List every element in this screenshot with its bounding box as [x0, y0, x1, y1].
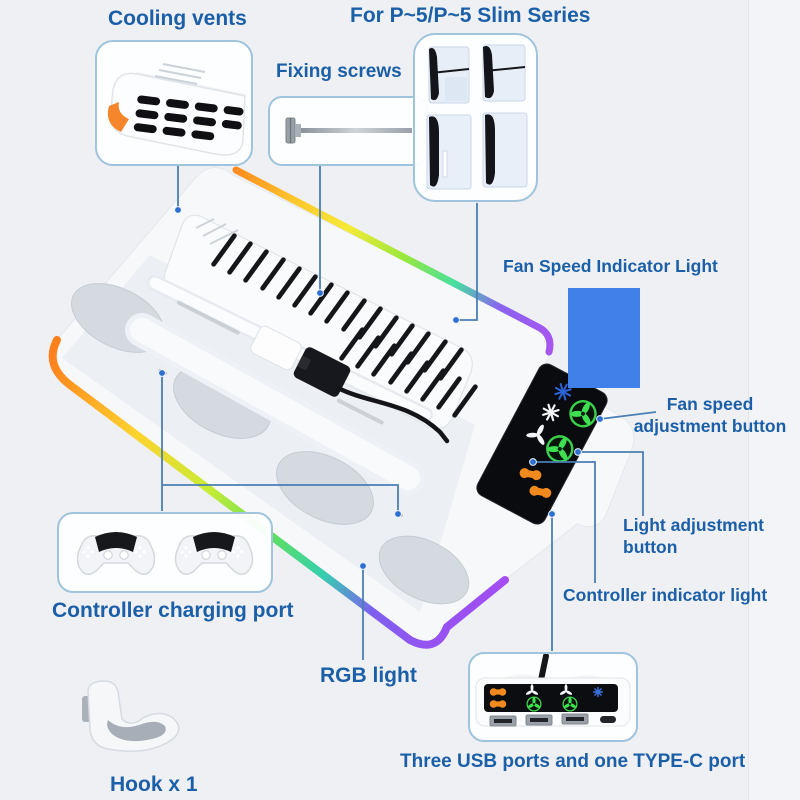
console-thumbnails [426, 44, 528, 190]
fixing-screws-callout [268, 96, 428, 166]
type-c-port [600, 716, 616, 723]
label-cooling-vents: Cooling vents [108, 7, 247, 30]
label-line: button [623, 536, 678, 557]
consoles-callout [413, 33, 538, 202]
screw-image [285, 117, 412, 144]
label-hook-quantity: Hook x 1 [110, 773, 198, 796]
label-light-adjustment-button: Light adjustment button [623, 515, 793, 559]
label-line: Light adjustment [623, 515, 764, 535]
label-controller-indicator-light: Controller indicator light [563, 585, 768, 605]
rgb-strip-top [232, 166, 554, 356]
console-slim-horizontal [482, 44, 526, 102]
label-rgb-light: RGB light [320, 664, 417, 687]
controllers-callout [57, 512, 273, 593]
label-series-compatibility: For P~5/P~5 Slim Series [350, 4, 591, 27]
usb-dongle [250, 325, 450, 444]
usb-a-ports [489, 713, 589, 727]
label-line: Fan speed [666, 394, 754, 414]
leader-lines [161, 164, 657, 660]
usb-ports-callout [468, 652, 638, 742]
cooling-vents-callout [95, 40, 253, 166]
leader-dots [158, 206, 604, 570]
label-fixing-screws: Fixing screws [276, 61, 402, 82]
label-controller-charging-port: Controller charging port [52, 599, 294, 622]
usb-ports-closeup [475, 654, 631, 727]
printed-text-marks [176, 300, 384, 425]
background-band [748, 0, 800, 800]
label-line: adjustment button [633, 415, 787, 436]
controller-images [76, 531, 254, 576]
cooling-vents-closeup [107, 63, 246, 156]
console-vertical [426, 114, 472, 190]
blue-redaction-box [568, 288, 640, 388]
label-fan-speed-indicator-light: Fan Speed Indicator Light [503, 256, 718, 276]
console-vertical [482, 112, 528, 188]
label-usb-ports: Three USB ports and one TYPE-C port [400, 751, 746, 772]
console-slim-horizontal [428, 46, 470, 104]
hook-image [82, 680, 180, 752]
label-fan-speed-adjustment-button: Fan speed adjustment button [628, 394, 792, 438]
rgb-strip-bottom [48, 336, 509, 649]
